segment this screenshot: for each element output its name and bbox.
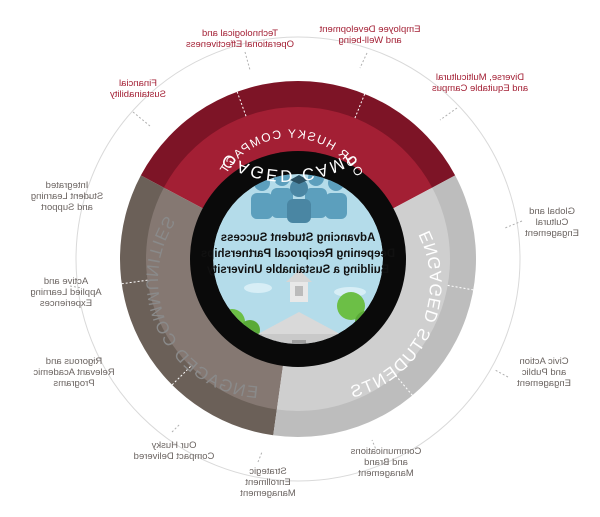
- engaged-communities-sector: [276, 187, 450, 411]
- label-diverse-campus: Diverse, Multicultural and Equitable Cam…: [431, 72, 529, 94]
- campus-outer-band: [140, 81, 456, 189]
- center-line-1: Advancing Student Success: [221, 232, 376, 244]
- label-rigorous-programs: Rigorous and Relevant Academic Programs: [33, 356, 115, 389]
- label-civic-action: Civic Action and Public Engagement: [517, 356, 571, 389]
- tree: [337, 292, 365, 320]
- leader-lines: [69, 51, 523, 463]
- segment-divider: [171, 366, 191, 386]
- label-strategic-enrollment: Strategic Enrollment Management: [240, 466, 296, 499]
- people-group-illustration: [251, 174, 347, 223]
- engaged-campus-sector: [163, 106, 433, 210]
- center-line-3: Building a Sustainable University: [206, 264, 389, 276]
- segment-divider: [236, 91, 247, 117]
- segment-divider: [354, 93, 366, 119]
- label-financial-sustainability: Financial Sustainability: [110, 78, 166, 100]
- center-pillars: Advancing Student Success Deepening Reci…: [201, 232, 395, 276]
- segment-dividers: [121, 91, 474, 396]
- label-integrated-learning: Integrated Student Learning and Support: [30, 180, 104, 213]
- center-line-2: Deepening Reciprocal Partnerships: [201, 248, 395, 260]
- segment-divider: [121, 279, 148, 285]
- segment-divider: [447, 284, 474, 291]
- label-active-learning: Active and Applied Learning Experiences: [30, 276, 102, 309]
- outer-guide-ring: [75, 36, 521, 482]
- label-compact-delivered: Our Husky Compact Delivered: [133, 440, 215, 462]
- cloud: [244, 283, 272, 293]
- label-global-engagement: Global and Cultural Engagement: [525, 206, 579, 239]
- students-outer-band: [120, 175, 278, 436]
- outer-segment-ring: [120, 81, 477, 438]
- label-communications-brand: Communications and Brand Management: [350, 446, 422, 479]
- label-employee-development: Employee Development and Well-being: [319, 24, 421, 46]
- communities-outer-band: [273, 175, 477, 438]
- segment-divider: [395, 375, 413, 396]
- label-technological-effectiveness: Technological and Operational Effectiven…: [185, 28, 295, 50]
